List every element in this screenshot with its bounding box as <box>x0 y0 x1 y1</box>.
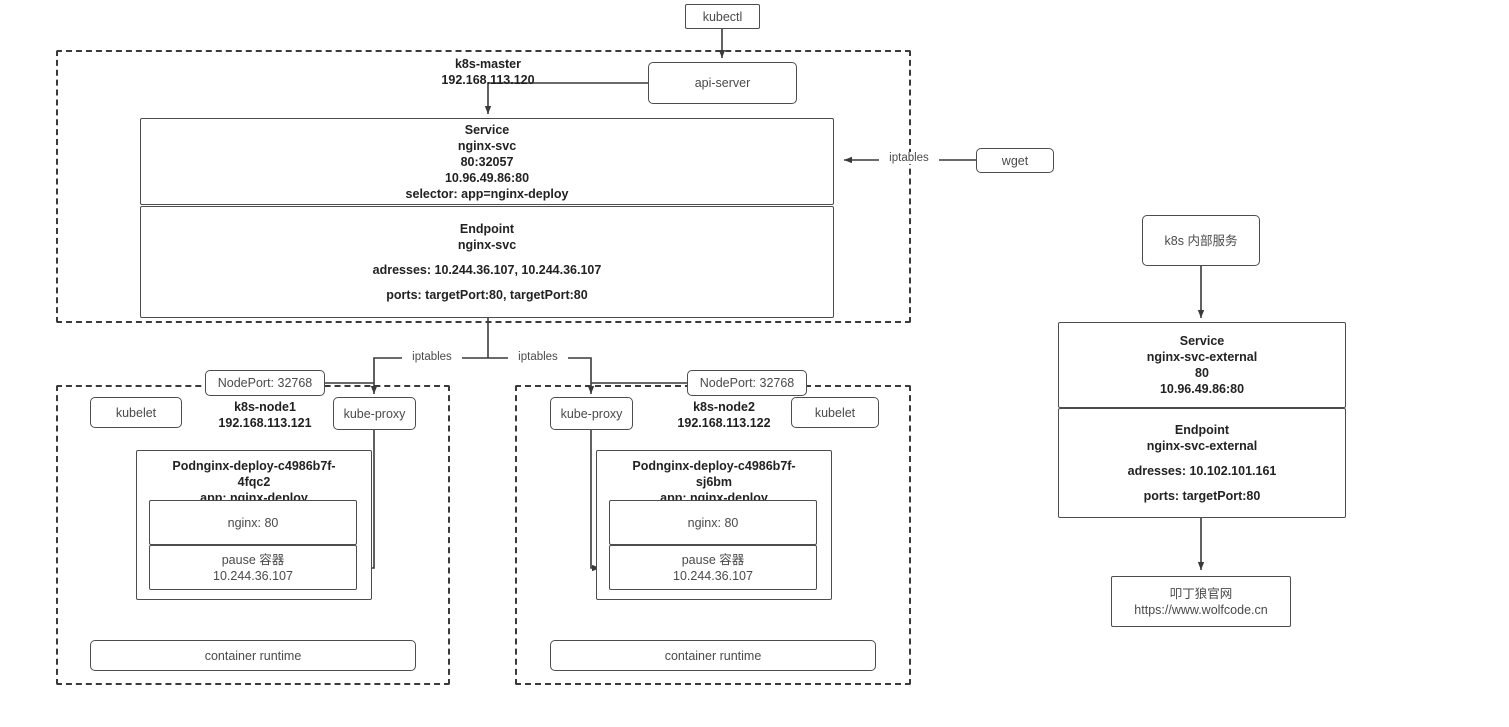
node2-container-pause-ip: 10.244.36.107 <box>673 568 753 583</box>
node2-container-runtime-box[interactable]: container runtime <box>550 640 876 671</box>
service-name: nginx-svc <box>457 138 517 153</box>
node1-container-pause-label: pause 容器 <box>221 552 285 567</box>
node1-pod-title-line1: Podnginx-deploy-c4986b7f- <box>172 459 336 473</box>
node1-container-runtime-label: container runtime <box>204 648 302 663</box>
ext-service-name: nginx-svc-external <box>1146 350 1258 364</box>
k8s-internal-service-label: k8s 内部服务 <box>1164 233 1238 248</box>
node1-nodeport-box[interactable]: NodePort: 32768 <box>205 370 325 396</box>
node1-kube-proxy-label: kube-proxy <box>343 406 406 421</box>
node1-kubelet-label: kubelet <box>115 405 157 420</box>
endpoint-title: Endpoint <box>459 222 515 236</box>
ext-endpoint-name: nginx-svc-external <box>1146 439 1258 453</box>
node1-kubelet-box[interactable]: kubelet <box>90 397 182 428</box>
service-selector: selector: app=nginx-deploy <box>405 186 569 201</box>
node1-pod-title-line2: 4fqc2 <box>237 475 271 489</box>
node2-nodeport-box[interactable]: NodePort: 32768 <box>687 370 807 396</box>
iptables-label-node2: iptables <box>508 351 568 363</box>
iptables-label-node1: iptables <box>402 351 462 363</box>
node1-container-nginx-label: nginx: 80 <box>227 515 279 530</box>
node2-kube-proxy-box[interactable]: kube-proxy <box>550 397 633 430</box>
kubectl-box[interactable]: kubectl <box>685 4 760 29</box>
wolfcode-website-box[interactable]: 叩丁狼官网 https://www.wolfcode.cn <box>1111 576 1291 627</box>
ext-service-port: 80 <box>1195 366 1209 380</box>
ext-service-cluster-ip: 10.96.49.86:80 <box>1159 382 1245 396</box>
node2-ip: 192.168.113.122 <box>677 416 771 431</box>
node1-name-label: k8s-node1 192.168.113.121 <box>185 399 345 432</box>
endpoint-nginx-svc-external-box[interactable]: Endpoint nginx-svc-external adresses: 10… <box>1058 408 1346 518</box>
service-title: Service <box>464 122 510 137</box>
node1-name: k8s-node1 <box>234 400 296 414</box>
endpoint-name: nginx-svc <box>457 238 517 252</box>
service-cluster-ip: 10.96.49.86:80 <box>444 170 530 185</box>
node1-kube-proxy-box[interactable]: kube-proxy <box>333 397 416 430</box>
node2-name: k8s-node2 <box>693 400 755 414</box>
node1-container-nginx[interactable]: nginx: 80 <box>149 500 357 545</box>
master-ip: 192.168.113.120 <box>441 73 535 88</box>
wolfcode-name: 叩丁狼官网 <box>1169 586 1233 601</box>
node2-container-runtime-label: container runtime <box>664 648 762 663</box>
node2-name-label: k8s-node2 192.168.113.122 <box>644 399 804 432</box>
node2-kubelet-label: kubelet <box>814 405 856 420</box>
wolfcode-url: https://www.wolfcode.cn <box>1134 602 1268 617</box>
wget-label: wget <box>1001 153 1029 168</box>
api-server-box[interactable]: api-server <box>648 62 797 104</box>
node1-container-runtime-box[interactable]: container runtime <box>90 640 416 671</box>
node2-kube-proxy-label: kube-proxy <box>560 406 623 421</box>
node1-ip: 192.168.113.121 <box>218 416 312 431</box>
api-server-label: api-server <box>694 76 751 90</box>
endpoint-ports: ports: targetPort:80, targetPort:80 <box>386 288 588 302</box>
node2-nodeport-label: NodePort: 32768 <box>699 376 795 390</box>
service-ports: 80:32057 <box>460 154 514 169</box>
endpoint-nginx-svc-box[interactable]: Endpoint nginx-svc adresses: 10.244.36.1… <box>140 206 834 318</box>
node2-container-nginx[interactable]: nginx: 80 <box>609 500 817 545</box>
master-name: k8s-master <box>454 57 521 71</box>
wget-box[interactable]: wget <box>976 148 1054 173</box>
node2-pod-title-line1: Podnginx-deploy-c4986b7f- <box>632 459 796 473</box>
service-nginx-svc-box[interactable]: Service nginx-svc 80:32057 10.96.49.86:8… <box>140 118 834 205</box>
service-nginx-svc-external-box[interactable]: Service nginx-svc-external 80 10.96.49.8… <box>1058 322 1346 408</box>
node1-container-pause[interactable]: pause 容器 10.244.36.107 <box>149 545 357 590</box>
node2-container-pause-label: pause 容器 <box>681 552 745 567</box>
node2-container-pause[interactable]: pause 容器 10.244.36.107 <box>609 545 817 590</box>
zone-k8s-master <box>56 50 911 323</box>
node2-container-nginx-label: nginx: 80 <box>687 515 739 530</box>
ext-endpoint-addresses: adresses: 10.102.101.161 <box>1127 464 1277 478</box>
node2-kubelet-box[interactable]: kubelet <box>791 397 879 428</box>
node1-nodeport-label: NodePort: 32768 <box>217 376 313 390</box>
k8s-master-label: k8s-master 192.168.113.120 <box>408 56 568 89</box>
endpoint-addresses: adresses: 10.244.36.107, 10.244.36.107 <box>372 263 602 277</box>
iptables-label-wget: iptables <box>879 152 939 164</box>
ext-service-title: Service <box>1179 334 1225 348</box>
node1-container-pause-ip: 10.244.36.107 <box>213 568 293 583</box>
ext-endpoint-title: Endpoint <box>1174 423 1230 437</box>
node2-pod-title-line2: sj6bm <box>695 475 733 489</box>
ext-endpoint-ports: ports: targetPort:80 <box>1143 489 1261 503</box>
kubectl-label: kubectl <box>702 9 743 24</box>
k8s-internal-service-box[interactable]: k8s 内部服务 <box>1142 215 1260 266</box>
